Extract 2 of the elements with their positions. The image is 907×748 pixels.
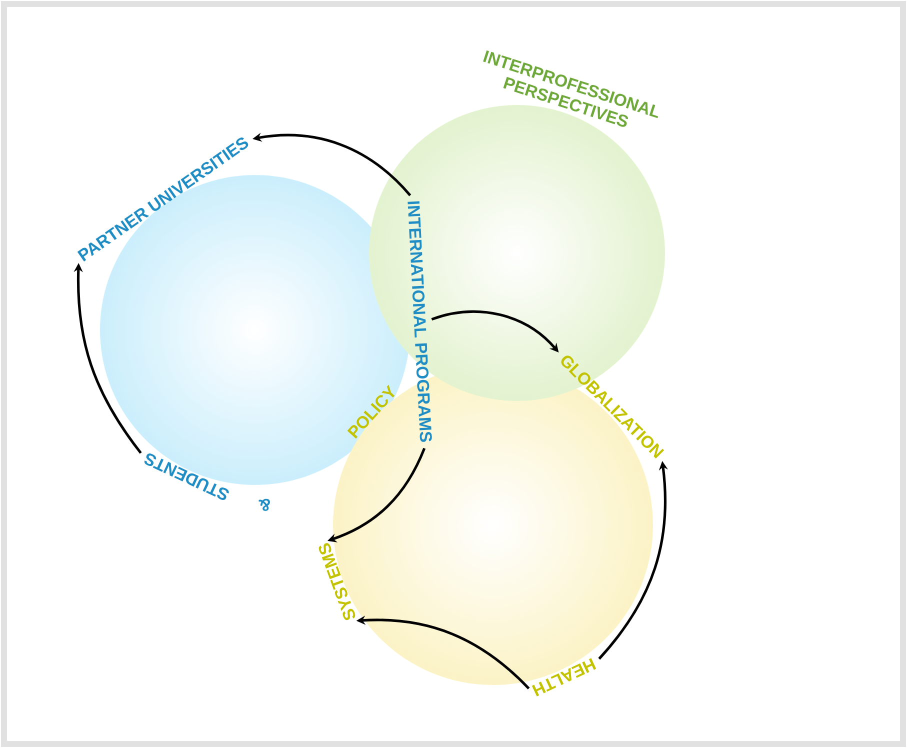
circle-word: INTERNATIONAL PROGRAMS	[408, 201, 432, 442]
ampersand-word: &	[258, 498, 270, 511]
